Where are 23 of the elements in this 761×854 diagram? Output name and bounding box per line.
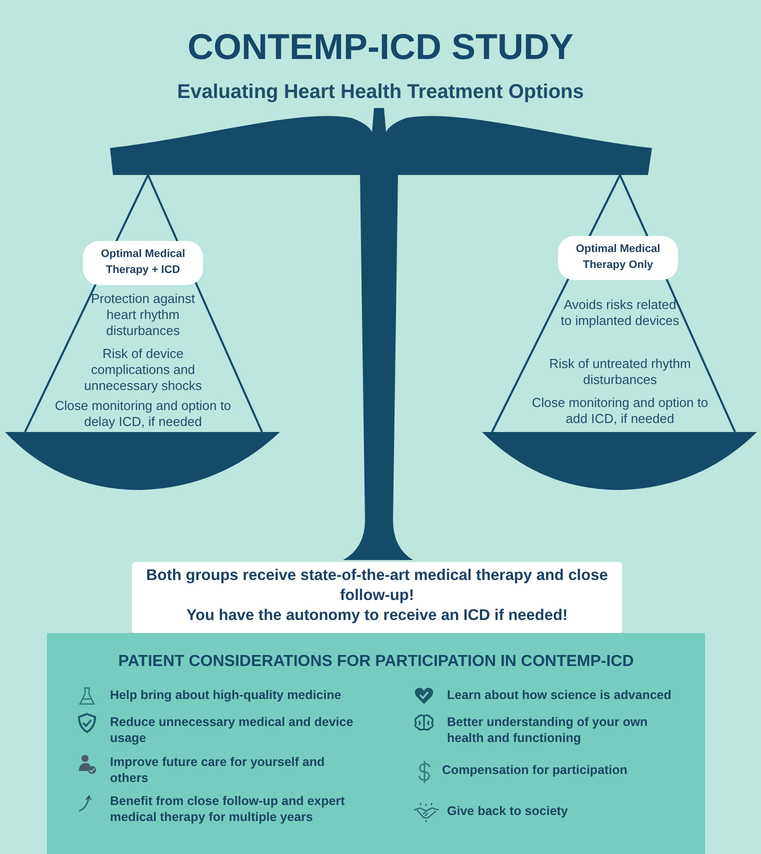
consideration-text: Compensation for participation xyxy=(442,762,628,778)
pan-text: Risk of untreated rhythm disturbances xyxy=(548,356,692,388)
considerations-panel xyxy=(47,633,705,854)
panel-heading: PATIENT CONSIDERATIONS FOR PARTICIPATION IN CONTEMP-ICD xyxy=(117,653,635,671)
consideration-text: Reduce unnecessary medical and device usage xyxy=(110,714,354,746)
consideration-text: Learn about how science is advanced xyxy=(447,687,672,703)
consideration-text: Give back to society xyxy=(447,803,569,819)
pan-text: Avoids risks related to implanted devices xyxy=(560,297,680,329)
message-text: You have the autonomy to receive an ICD if needed! xyxy=(185,606,569,626)
pan-text: Close monitoring and option to delay ICD, if needed xyxy=(54,398,232,430)
consideration-text: Benefit from close follow-up and expert medical therapy for multiple years xyxy=(110,793,346,825)
message-text: Both groups receive state-of-the-art medical therapy and close follow-up! xyxy=(145,566,609,606)
consideration-text: Better understanding of your own health and functioning xyxy=(447,714,649,746)
pan-text: Risk of device complications and unnecessary shocks xyxy=(83,346,203,394)
title: CONTEMP-ICD STUDY xyxy=(186,26,574,68)
subtitle: Evaluating Heart Health Treatment Options xyxy=(176,84,585,100)
message-box xyxy=(132,562,622,634)
pan-text: Close monitoring and option to add ICD, if needed xyxy=(530,395,710,427)
group-label: Optimal Medical Therapy Only xyxy=(558,236,678,280)
pan-text: Protection against heart rhythm disturbances xyxy=(90,291,196,339)
consideration-text: Improve future care for yourself and others xyxy=(110,754,326,786)
group-label: Optimal Medical Therapy + ICD xyxy=(83,241,203,285)
consideration-text: Help bring about high-quality medicine xyxy=(110,687,342,703)
